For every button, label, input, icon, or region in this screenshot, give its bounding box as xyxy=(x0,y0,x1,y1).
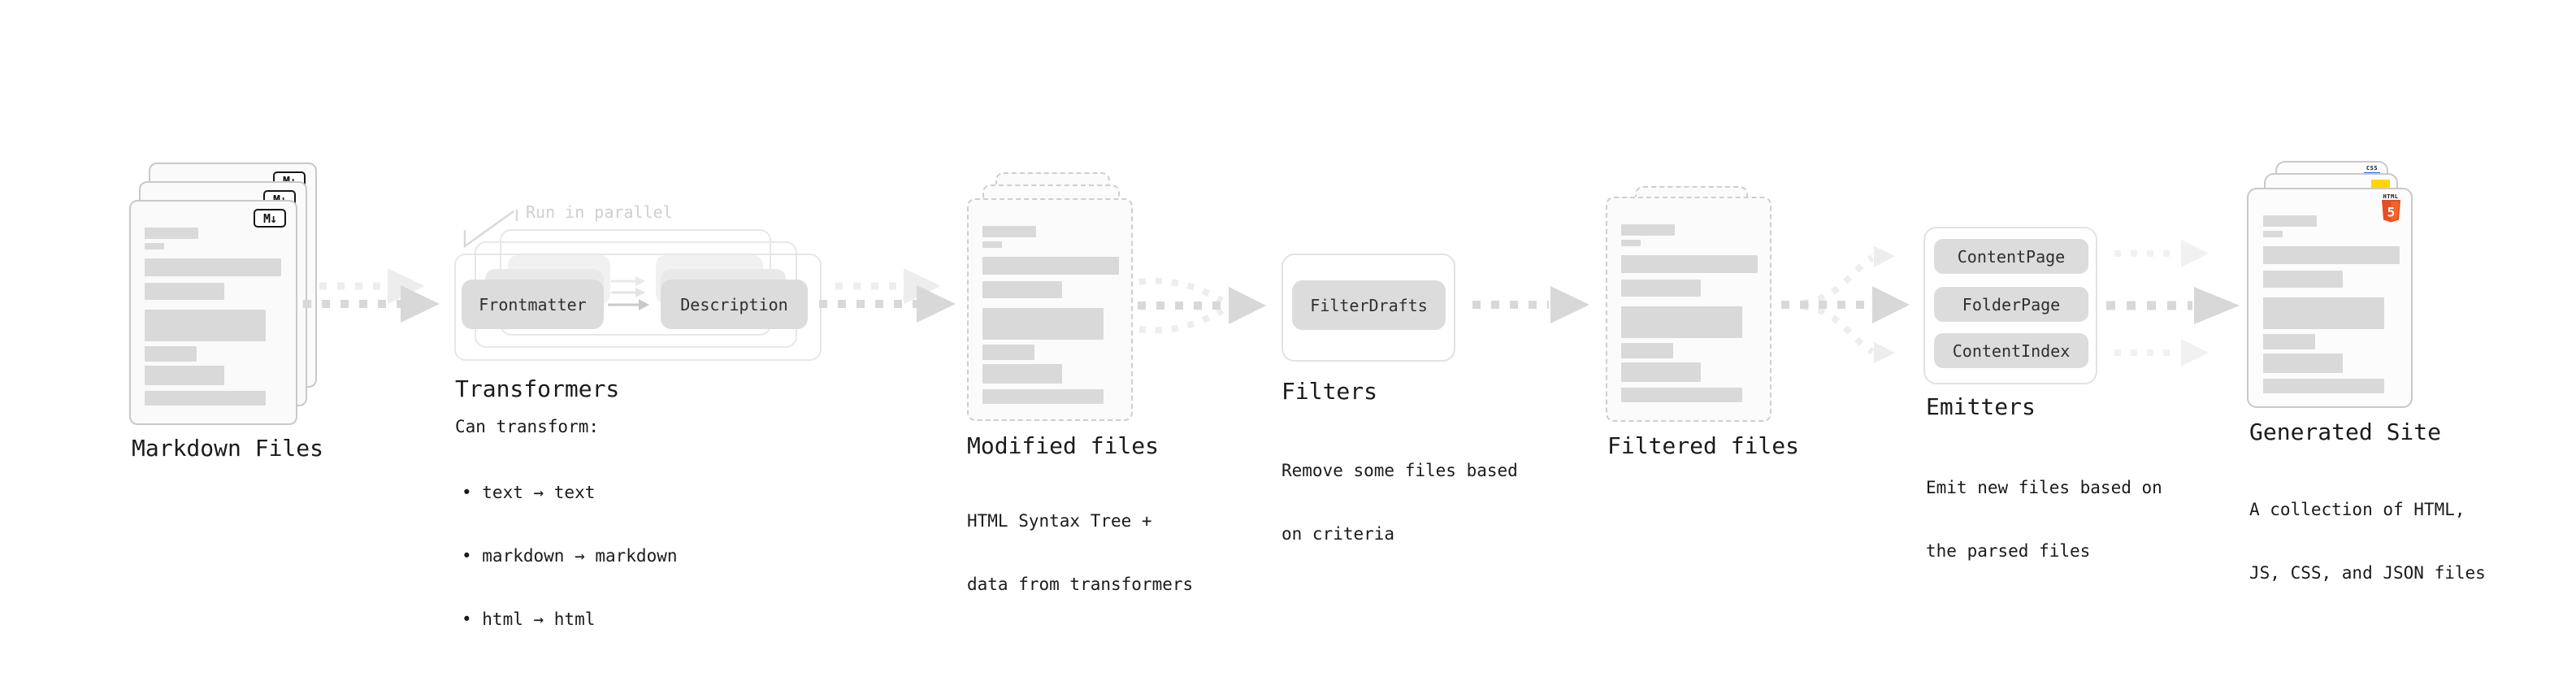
run-in-parallel-label: Run in parallel xyxy=(526,202,673,222)
contentindex-emitter-button: ContentIndex xyxy=(1934,333,2088,368)
arrow-modified-to-filters xyxy=(1138,277,1266,334)
subtitle-line: Remove some files based xyxy=(1281,461,1518,480)
subtitle-line: data from transformers xyxy=(967,575,1194,594)
markdown-files-label: Markdown Files xyxy=(132,435,324,462)
arrow-filtered-to-emitters xyxy=(1781,246,1910,363)
subtitle-line: JS, CSS, and JSON files xyxy=(2249,563,2486,583)
html5-icon-word: HTML xyxy=(2383,193,2399,200)
contentpage-emitter-button: ContentPage xyxy=(1934,239,2088,274)
css-icon-label: CSS xyxy=(2366,165,2379,171)
arrows-emitters-to-generated xyxy=(2106,240,2240,367)
subtitle-line: A collection of HTML, xyxy=(2249,500,2465,519)
transformer-flow-arrows xyxy=(608,276,649,310)
subtitle-line: on criteria xyxy=(1281,524,1395,544)
markdown-icon: M↓ xyxy=(254,209,286,228)
html-file-card: HTML 5 xyxy=(2247,188,2413,408)
generated-site-label: Generated Site xyxy=(2249,419,2442,445)
transformers-bullet-list: • text → text • markdown → markdown • ht… xyxy=(462,440,678,672)
filterdrafts-button: FilterDrafts xyxy=(1292,280,1446,330)
filtered-file-card-front xyxy=(1606,197,1772,422)
generated-site-subtitle: A collection of HTML, JS, CSS, and JSON … xyxy=(2249,457,2486,626)
modified-files-subtitle: HTML Syntax Tree + data from transformer… xyxy=(967,468,1193,637)
js-icon xyxy=(2371,180,2390,188)
run-in-parallel-callout-line xyxy=(463,210,518,249)
subtitle-line: HTML Syntax Tree + xyxy=(967,511,1152,531)
transformers-title: Transformers xyxy=(455,375,620,402)
filtered-files-label: Filtered files xyxy=(1607,432,1800,459)
filters-title: Filters xyxy=(1281,378,1378,405)
arrow-filters-to-filtered xyxy=(1472,286,1589,323)
folderpage-emitter-button: FolderPage xyxy=(1934,287,2088,322)
arrow-markdown-to-transformers xyxy=(303,268,440,323)
modified-file-card-front xyxy=(967,198,1133,421)
svg-text:5: 5 xyxy=(2387,205,2395,220)
filters-subtitle: Remove some files based on criteria xyxy=(1281,418,1518,587)
bullet-item: • text → text xyxy=(462,483,596,502)
emitters-subtitle: Emit new files based on the parsed files xyxy=(1926,435,2162,604)
arrow-transformers-to-modified xyxy=(819,268,956,323)
bullet-item: • html → html xyxy=(462,609,596,629)
html5-icon: HTML 5 xyxy=(2380,193,2401,226)
subtitle-line: Emit new files based on xyxy=(1926,478,2162,497)
markdown-file-card-front: M↓ xyxy=(129,200,297,425)
subtitle-line: the parsed files xyxy=(1926,541,2091,561)
modified-files-label: Modified files xyxy=(967,432,1160,459)
description-transformer-button: Description xyxy=(661,280,808,329)
transformers-subtitle: Can transform: xyxy=(455,417,600,436)
html5-shield: 5 xyxy=(2381,200,2400,223)
emitters-title: Emitters xyxy=(1926,393,2036,420)
frontmatter-transformer-button: Frontmatter xyxy=(462,280,604,329)
bullet-item: • markdown → markdown xyxy=(462,546,678,566)
